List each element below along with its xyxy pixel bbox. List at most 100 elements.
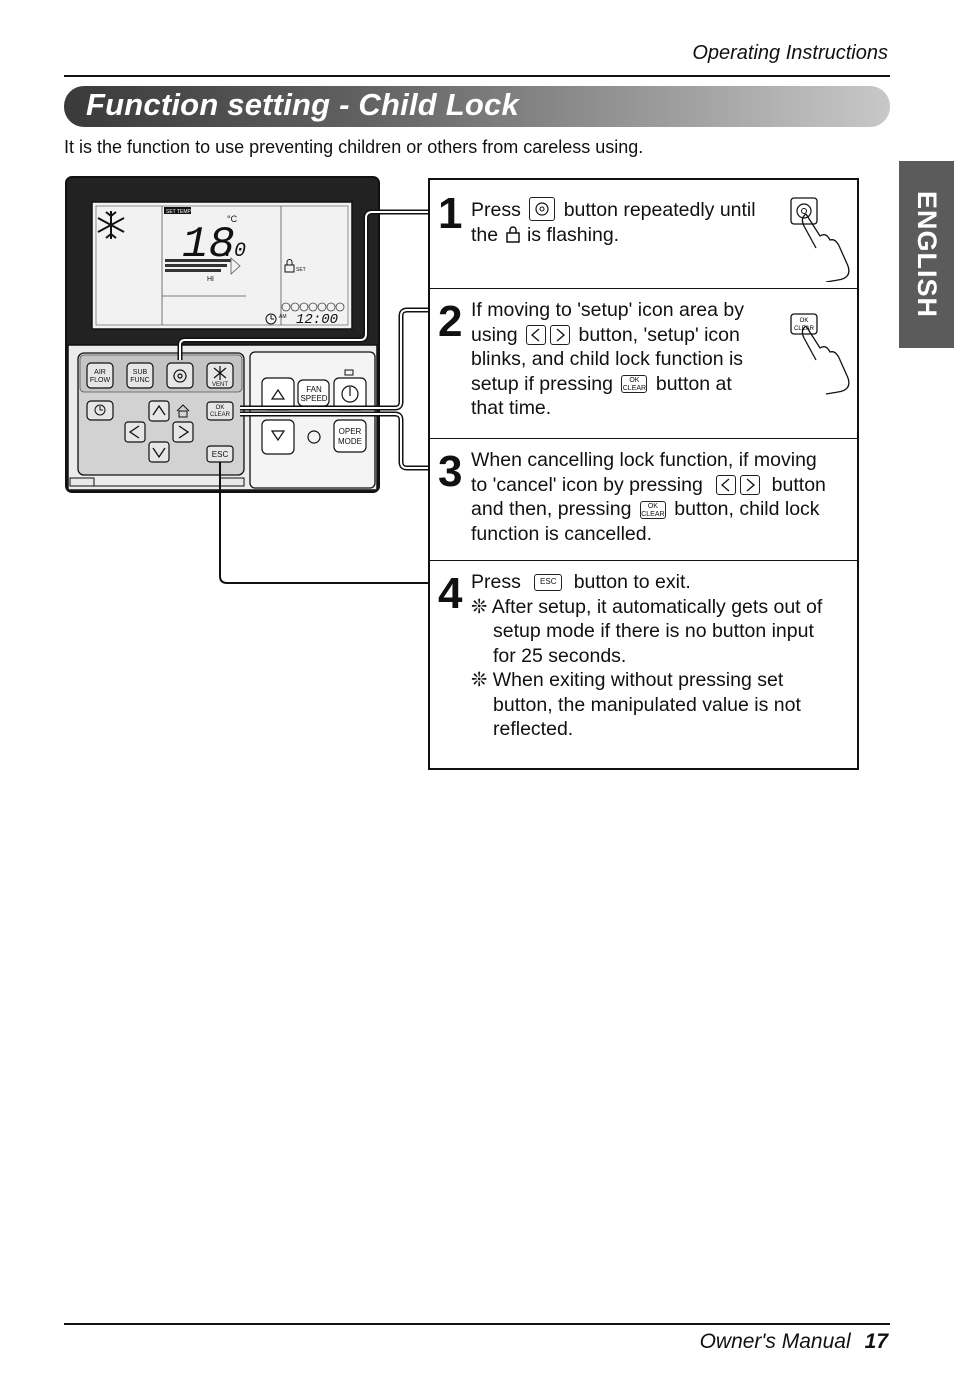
connector-line-step1	[177, 209, 430, 360]
note-text: for 25 seconds.	[493, 644, 627, 667]
page-number: 17	[864, 1330, 888, 1353]
lock-icon	[284, 259, 295, 273]
chevron-left-icon	[721, 478, 730, 492]
step-text-fragment: using	[471, 323, 518, 346]
connector-line-step2	[240, 307, 430, 411]
svg-text:CLEAR: CLEAR	[794, 326, 815, 332]
esc-label: ESC	[212, 450, 229, 459]
step-text-fragment: Press	[471, 199, 521, 221]
right-arrow-button-inline	[740, 475, 761, 496]
step-text-fragment: button repeatedly until	[563, 199, 756, 221]
language-tab	[899, 161, 954, 348]
footer-manual: Owner's Manual	[699, 1330, 851, 1353]
sub-func-button	[126, 362, 154, 389]
footer: Owner's Manual 17	[700, 1330, 888, 1354]
note-text: button, the manipulated value is not	[493, 693, 801, 716]
snowflake-icon	[97, 211, 125, 239]
chevron-right-icon	[746, 478, 756, 492]
left-arrow-button	[124, 421, 146, 443]
lcd-am: AM	[279, 314, 287, 320]
lcd-temperature-decimal: .0	[222, 240, 246, 263]
down-arrow-button	[148, 441, 170, 463]
step-text-line: function is cancelled.	[471, 522, 653, 545]
intro-text: It is the function to use preventing chi…	[64, 137, 644, 157]
chevron-right-icon	[556, 328, 566, 342]
note-text: After setup, it automatically gets out o…	[491, 595, 823, 618]
chevron-left-icon	[531, 328, 540, 342]
step-text-line: If moving to 'setup' icon area by	[471, 299, 745, 321]
step-4: 4 Press ESC button to exit. ❊ After setu…	[430, 560, 857, 768]
gear-icon	[173, 369, 187, 383]
home-icon	[176, 404, 190, 418]
set-button	[166, 362, 194, 389]
step-number: 3	[438, 447, 463, 496]
step-text-fragment: to 'cancel' icon by pressing	[471, 473, 703, 496]
language-tab-label: ENGLISH	[912, 190, 942, 318]
step-text-fragment: setup if pressing	[471, 372, 613, 395]
timer-icon	[94, 404, 106, 416]
note-mark: ❊	[471, 595, 488, 618]
lock-icon	[505, 226, 520, 243]
air-flow-button	[86, 362, 114, 389]
steps-table: 1 Press button repeatedly until the is f…	[428, 178, 859, 770]
fan-level-graph	[165, 259, 231, 272]
vent-label: VENT	[212, 382, 228, 388]
ok-clear-button-inline: OK CLEAR	[639, 500, 666, 519]
esc-inline-label: ESC	[540, 577, 557, 587]
step-number: 2	[438, 297, 463, 346]
step-number: 1	[438, 189, 463, 238]
left-arrow-button-inline	[526, 325, 547, 346]
step-text-line: blinks, and child lock function is	[471, 348, 744, 370]
title-bar	[64, 86, 890, 127]
temp-down-button	[261, 419, 295, 455]
step-2: 2 If moving to 'setup' icon area by usin…	[430, 288, 857, 439]
step-text-fragment: button to exit.	[573, 571, 691, 593]
connector-line-step3	[240, 411, 430, 471]
step-text: If moving to 'setup' icon area by using …	[471, 298, 744, 421]
step-3: 3 When cancelling lock function, if movi…	[430, 438, 857, 561]
step-text-fragment: and then, pressing	[471, 498, 632, 520]
left-arrow-button-inline	[716, 475, 737, 496]
ok-clear-button	[206, 401, 234, 421]
pressing-hand-icon: OK CLEAR	[790, 313, 850, 395]
step-text-line: that time.	[471, 397, 552, 419]
step-text-fragment: button at	[655, 372, 732, 395]
step-text: When cancelling lock function, if moving…	[471, 448, 826, 546]
right-arrow-button-inline	[550, 325, 571, 346]
ok-clear-button-inline: OK CLEAR	[621, 375, 648, 394]
step-text-fragment: Press	[471, 571, 521, 593]
step-text: Press ESC button to exit. ❊ After setup,…	[471, 570, 822, 742]
step-text-fragment: button, 'setup' icon	[578, 323, 740, 346]
up-arrow-button	[148, 400, 170, 422]
lcd-lock-set-label: SET	[296, 267, 306, 273]
lcd-time: 12:00	[296, 312, 338, 328]
set-temp-label: SET TEMP	[166, 209, 191, 215]
note-mark: ❊	[471, 669, 488, 691]
pressing-hand-icon	[790, 197, 850, 282]
step-text-fragment: is flashing.	[526, 223, 620, 246]
lcd-fan-level: HI	[207, 276, 214, 283]
page-title: Function setting - Child Lock	[86, 87, 519, 122]
vent-icon	[213, 366, 227, 380]
ok-clear-inline-label: OK CLEAR	[622, 377, 647, 393]
ok-clear-inline-label: OK CLEAR	[641, 502, 665, 518]
note-text: setup mode if there is no button input	[493, 620, 814, 642]
step-text-fragment: button, child lock	[674, 498, 820, 520]
step-text-fragment: button	[771, 473, 826, 496]
set-button-inline	[529, 196, 556, 221]
clock-icon	[265, 313, 277, 325]
step-text-fragment: the	[471, 223, 499, 246]
power-icon	[341, 385, 359, 403]
step-text-line: When cancelling lock function, if moving	[471, 449, 817, 471]
step-text: Press button repeatedly until the is fla…	[471, 196, 756, 247]
temp-up-button	[261, 377, 295, 411]
weekday-indicators	[281, 302, 345, 312]
svg-text:OK: OK	[800, 318, 809, 324]
section-header: Operating Instructions	[692, 42, 888, 64]
connector-line-step4	[219, 462, 430, 584]
